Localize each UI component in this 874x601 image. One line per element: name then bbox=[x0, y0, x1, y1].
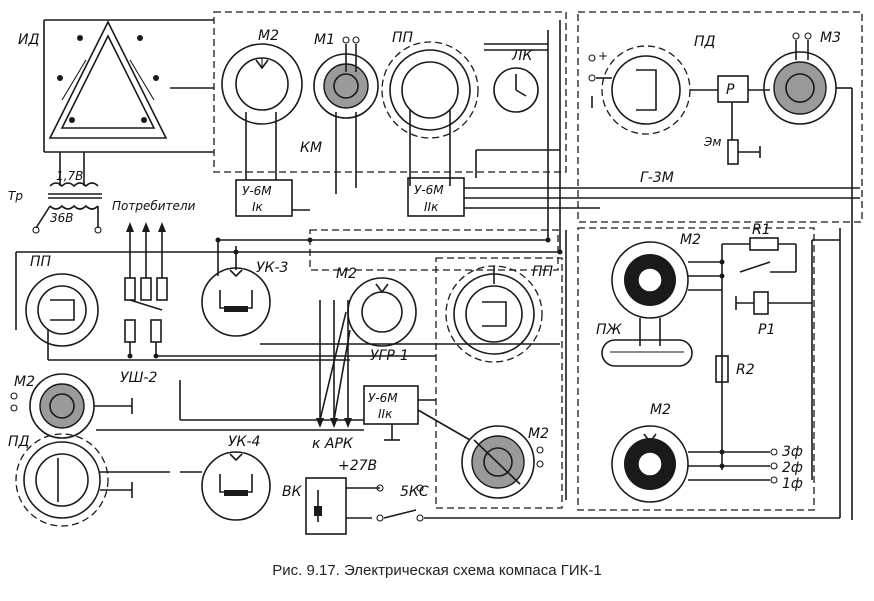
label-pp-top: ПП bbox=[392, 30, 414, 46]
label-plus27: +27В bbox=[338, 458, 377, 474]
label-pd-top: ПД bbox=[694, 34, 716, 50]
label-u6m-1: У-6М bbox=[242, 184, 272, 198]
center-right-enclosure bbox=[435, 257, 563, 509]
label-5ks: 5КС bbox=[400, 484, 429, 500]
label-consumers: Потребители bbox=[112, 199, 196, 213]
resistor-r2 bbox=[715, 355, 729, 383]
label-36v: 36В bbox=[50, 211, 74, 225]
label-m2-right-top: М2 bbox=[680, 232, 701, 248]
figure-caption: Рис. 9.17. Электрическая схема компаса Г… bbox=[272, 562, 602, 579]
pp-top-unit bbox=[381, 41, 479, 186]
consumers-block bbox=[124, 222, 168, 356]
label-pp-left: ПП bbox=[30, 254, 52, 270]
label-iik-3: IIк bbox=[378, 407, 393, 421]
induction-sensor bbox=[43, 19, 214, 153]
dashed-enclosures bbox=[213, 11, 863, 511]
label-em: Эм bbox=[703, 135, 721, 149]
motor-m2-right-top bbox=[611, 241, 722, 319]
label-ush2: УШ-2 bbox=[120, 370, 158, 386]
motor-m2-right-bottom bbox=[611, 425, 778, 503]
label-pp-center: ПП bbox=[532, 264, 554, 280]
pzh-vessel bbox=[601, 318, 693, 367]
label-tr: Тр bbox=[8, 189, 23, 203]
wiring bbox=[47, 20, 841, 518]
motor-m3 bbox=[763, 32, 853, 520]
pd-left-unit bbox=[15, 433, 170, 527]
km-enclosure bbox=[213, 11, 567, 173]
label-u6m-3: У-6М bbox=[368, 391, 398, 405]
resistor-r1 bbox=[721, 237, 797, 470]
label-p: Р bbox=[726, 82, 735, 98]
label-pzh: ПЖ bbox=[596, 322, 623, 338]
motor-m2-top bbox=[221, 43, 303, 180]
amplifier-u6m-3 bbox=[363, 385, 419, 441]
label-ik-1: Iк bbox=[252, 200, 264, 214]
label-m2-right-bottom: М2 bbox=[650, 402, 671, 418]
label-m2-top: М2 bbox=[258, 28, 279, 44]
label-iik-2: IIк bbox=[424, 200, 439, 214]
right-lower-enclosure bbox=[577, 227, 815, 511]
relay-p1 bbox=[735, 291, 812, 315]
pp-left-unit bbox=[15, 251, 560, 347]
motor-m2-bottom bbox=[461, 425, 544, 499]
label-1-7v: 1,7В bbox=[56, 169, 83, 183]
label-pd-left: ПД bbox=[8, 434, 30, 450]
label-r2: R2 bbox=[736, 362, 755, 378]
label-plus: + bbox=[598, 49, 608, 63]
label-m2-left: М2 bbox=[14, 374, 35, 390]
vk-switch bbox=[305, 477, 840, 535]
relay-p-box bbox=[690, 75, 770, 165]
label-p1: Р1 bbox=[758, 322, 775, 338]
label-u6m-2: У-6М bbox=[414, 183, 444, 197]
center-top-enclosure bbox=[309, 229, 559, 271]
label-uk4: УК-4 bbox=[228, 434, 260, 450]
label-k-ark: к АРК bbox=[312, 436, 354, 452]
label-ph1: 1ф bbox=[782, 476, 803, 492]
label-km: КМ bbox=[300, 140, 322, 156]
label-lk: ЛК bbox=[511, 48, 534, 64]
ark-arrows bbox=[316, 300, 352, 428]
label-m3: М3 bbox=[820, 30, 841, 46]
pp-center-unit bbox=[445, 265, 543, 363]
label-id: ИД bbox=[18, 32, 39, 48]
label-ph2: 2ф bbox=[782, 460, 803, 476]
label-m2-center: М2 bbox=[336, 266, 357, 282]
transformer bbox=[32, 152, 102, 234]
label-m1: М1 bbox=[314, 32, 335, 48]
lk-clock bbox=[484, 43, 548, 113]
label-r1: R1 bbox=[752, 222, 771, 238]
label-uk3: УК-3 bbox=[256, 260, 288, 276]
uk4-unit bbox=[180, 451, 271, 521]
motor-m1 bbox=[313, 36, 379, 194]
amplifier-u6m-1 bbox=[235, 179, 310, 217]
motor-m2-left bbox=[10, 373, 133, 439]
label-vk: ВК bbox=[282, 484, 303, 500]
amplifier-u6m-2 bbox=[407, 177, 860, 217]
label-g3m: Г-3М bbox=[640, 170, 674, 186]
g3m-enclosure bbox=[577, 11, 863, 223]
label-ph3: 3ф bbox=[782, 444, 803, 460]
label-m2-bottom: М2 bbox=[528, 426, 549, 442]
